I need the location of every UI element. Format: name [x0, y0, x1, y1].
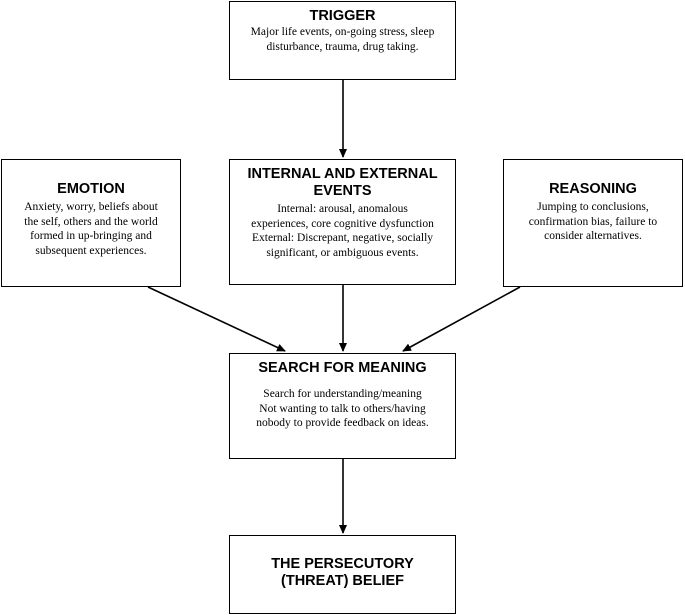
- reasoning-box: REASONING Jumping to conclusions, confir…: [503, 159, 683, 287]
- events-title: INTERNAL AND EXTERNAL EVENTS: [247, 166, 438, 199]
- trigger-title: TRIGGER: [309, 8, 376, 24]
- trigger-box: TRIGGER Major life events, on-going stre…: [229, 1, 456, 80]
- emotion-title: EMOTION: [57, 181, 125, 197]
- trigger-text: Major life events, on-going stress, slee…: [250, 26, 435, 53]
- emotion-text: Anxiety, worry, beliefs about the self, …: [24, 201, 158, 257]
- search-title: SEARCH FOR MEANING: [258, 360, 427, 376]
- arrow-emotion-to-search: [147, 286, 286, 352]
- emotion-box: EMOTION Anxiety, worry, beliefs about th…: [1, 159, 181, 287]
- belief-title: THE PERSECUTORY (THREAT) BELIEF: [271, 556, 414, 589]
- events-text: Internal: arousal, anomalous experiences…: [251, 203, 434, 259]
- search-text: Search for understanding/meaning Not wan…: [256, 388, 429, 429]
- reasoning-title: REASONING: [549, 181, 637, 197]
- belief-box: THE PERSECUTORY (THREAT) BELIEF: [229, 535, 456, 614]
- reasoning-text: Jumping to conclusions, confirmation bia…: [528, 201, 658, 242]
- arrow-reasoning-to-search: [402, 286, 521, 352]
- events-box: INTERNAL AND EXTERNAL EVENTS Internal: a…: [229, 159, 456, 285]
- search-box: SEARCH FOR MEANING Search for understand…: [229, 353, 456, 459]
